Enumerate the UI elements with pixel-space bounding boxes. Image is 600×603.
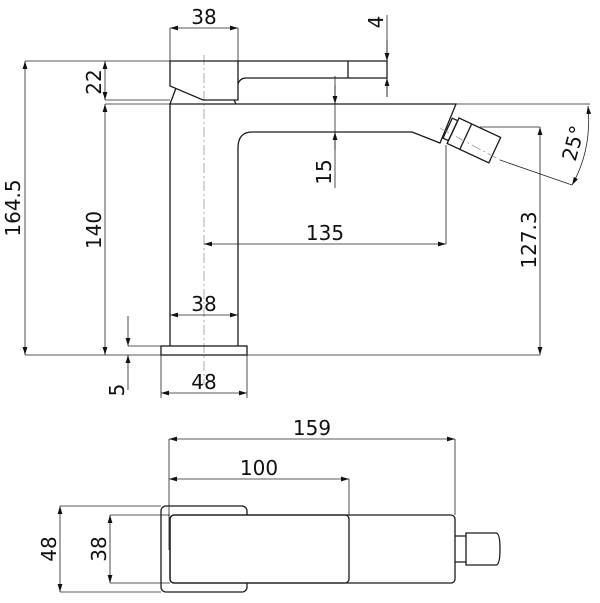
lever (237, 60, 388, 85)
dim-overall-height: 164.5 (1, 179, 25, 236)
dim-outlet-height: 127.3 (517, 211, 541, 268)
dim-base-width: 48 (191, 370, 216, 394)
dim-lever-thickness: 4 (364, 16, 388, 29)
dim-handle-height: 22 (82, 69, 106, 94)
dim-handle-width: 38 (191, 5, 216, 29)
top-view: 159 100 48 38 (37, 416, 501, 593)
dim-base-thickness: 5 (105, 384, 129, 397)
dim-overall-length: 159 (293, 416, 331, 440)
lever-outline (169, 514, 350, 584)
spout-outline (169, 514, 456, 584)
dim-spout-thickness: 15 (312, 159, 336, 184)
dim-top-body-width: 38 (87, 536, 111, 561)
dim-top-base-width: 48 (37, 536, 61, 561)
handle (169, 60, 239, 101)
dim-lever-length: 100 (240, 456, 278, 480)
dim-spout-reach: 135 (306, 221, 344, 245)
handle-collar (169, 87, 237, 105)
dim-body-width: 38 (191, 292, 216, 316)
ext-line (499, 159, 573, 186)
aerator (442, 117, 502, 164)
aerator-axis (439, 127, 501, 161)
angle-arc (571, 105, 592, 186)
dim-body-height: 140 (82, 211, 106, 249)
aerator-top (455, 532, 501, 566)
body-spout (169, 103, 457, 346)
side-view: 38 4 164.5 22 140 15 135 127.3 25° 38 (1, 5, 592, 398)
dim-outlet-angle: 25° (557, 123, 589, 163)
